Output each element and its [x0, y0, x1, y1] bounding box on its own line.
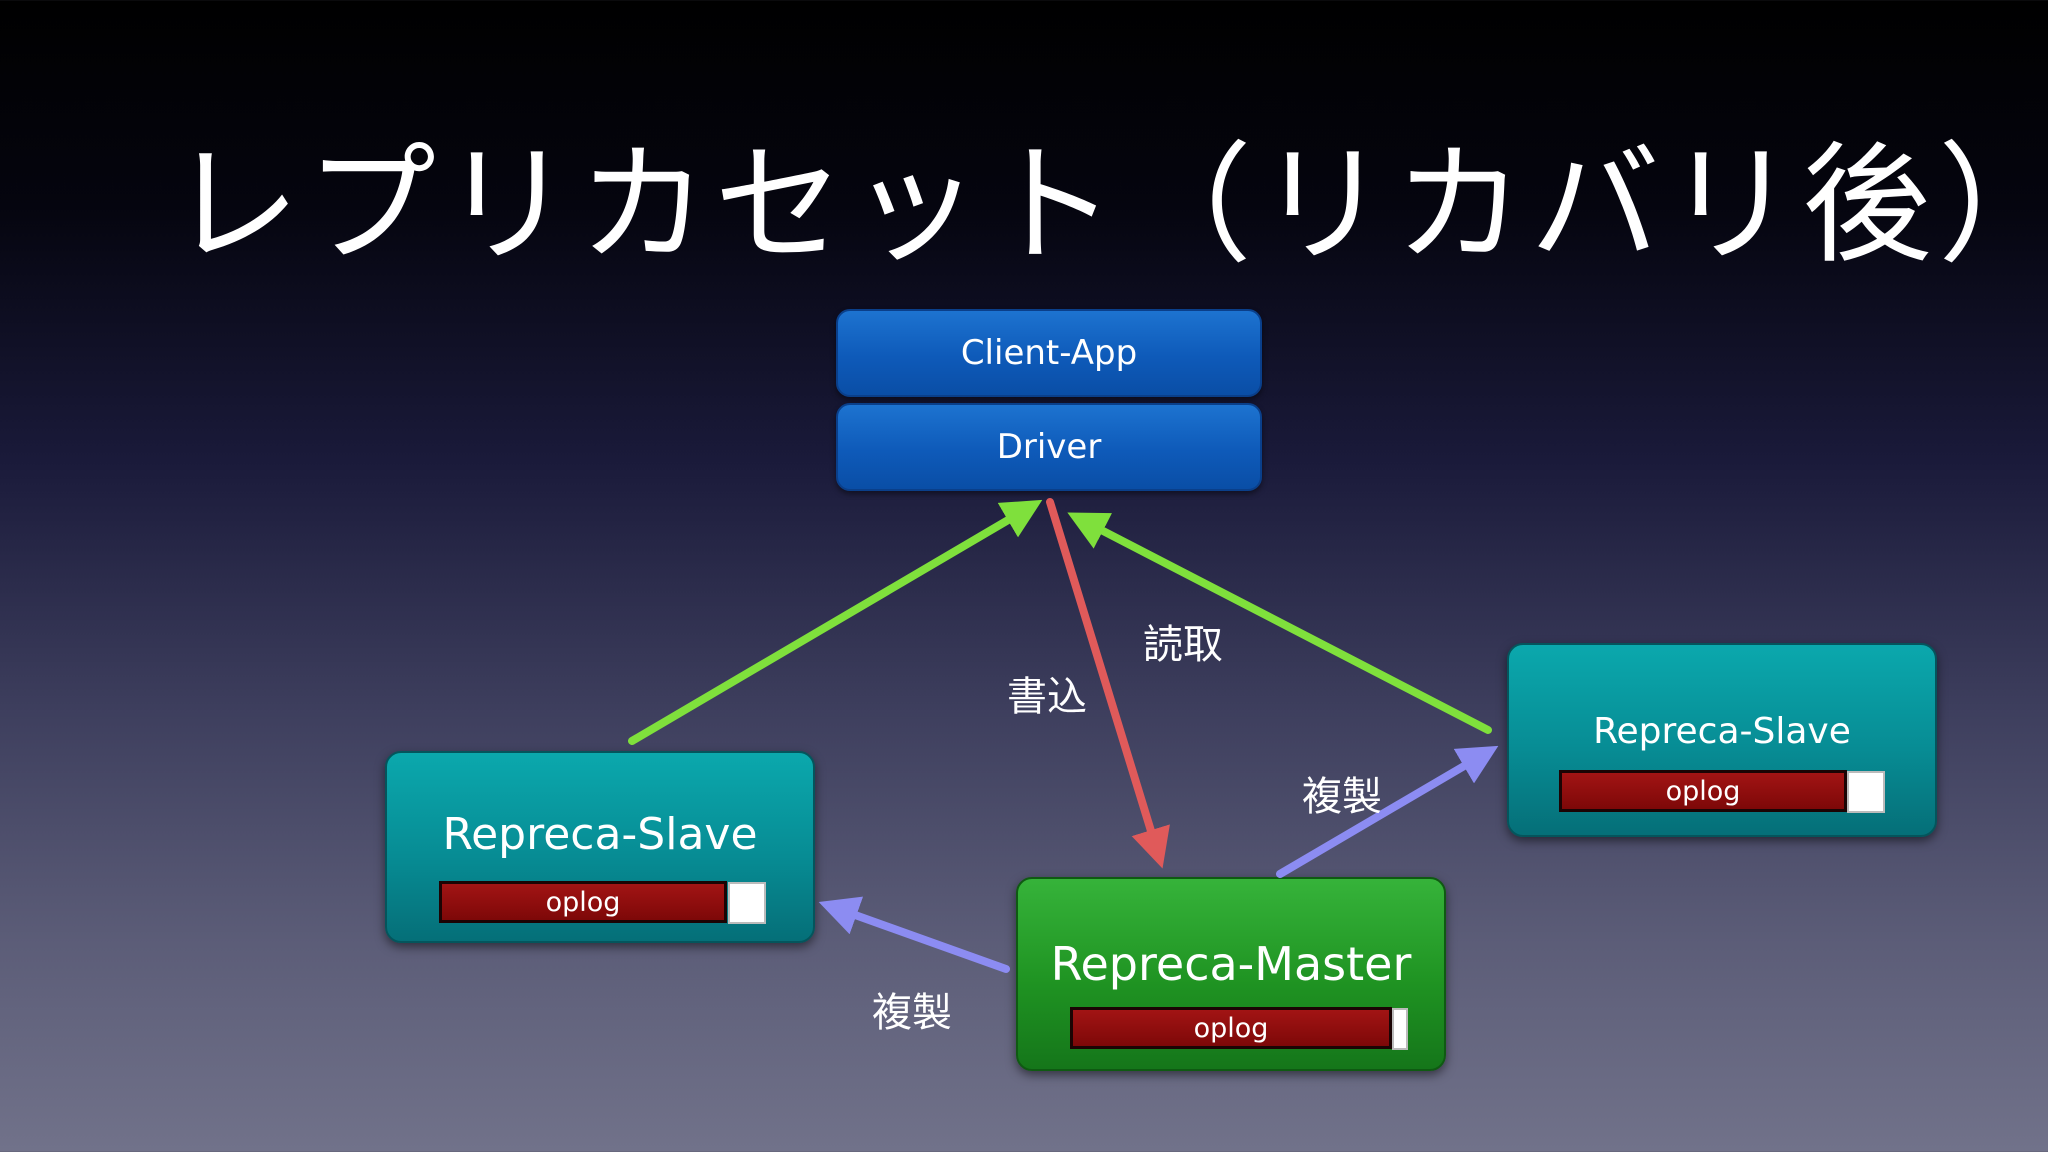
replicate-left-label: 複製 — [872, 990, 952, 1036]
master-oplog-end — [1392, 1008, 1408, 1050]
slave-right-label: Repreca-Slave — [1593, 711, 1851, 752]
slave-node-left: Repreca-Slave oplog — [385, 751, 815, 943]
read-label: 読取 — [1143, 622, 1223, 668]
slave-node-right: Repreca-Slave oplog — [1507, 643, 1937, 837]
slide-title: レプリカセット（リカバリ後） — [170, 129, 2048, 281]
write-arrow — [1046, 498, 1170, 869]
master-label: Repreca-Master — [1050, 937, 1412, 991]
replicate-arrow-left — [818, 896, 1010, 973]
read-arrow-left-slave — [628, 499, 1043, 745]
client-app-box: Client-App — [836, 309, 1262, 397]
slave-left-oplog-end — [728, 882, 766, 924]
slave-right-oplog-end — [1847, 771, 1885, 813]
slave-left-oplog: oplog — [439, 881, 727, 923]
write-label: 書込 — [1007, 674, 1087, 720]
slave-left-label: Repreca-Slave — [442, 809, 758, 860]
driver-box: Driver — [836, 403, 1262, 491]
slave-right-oplog: oplog — [1559, 770, 1847, 812]
replicate-arrow-right — [1276, 745, 1499, 878]
replicate-right-label: 複製 — [1302, 774, 1382, 820]
master-oplog: oplog — [1070, 1007, 1392, 1049]
master-node: Repreca-Master oplog — [1016, 877, 1446, 1071]
read-arrow-right-slave — [1067, 512, 1492, 734]
